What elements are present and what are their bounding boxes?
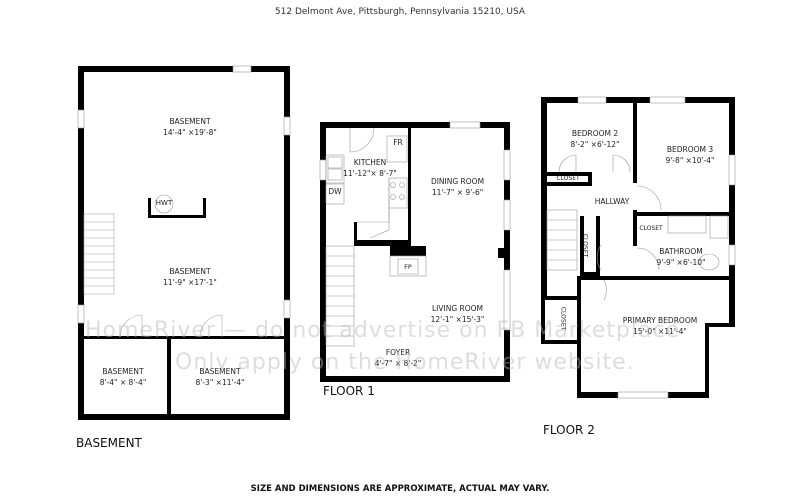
room-name: DINING ROOM (430, 177, 485, 186)
room-dimensions: 14'-4" ×19'-8" (163, 128, 217, 137)
room-name: BASEMENT (169, 267, 211, 276)
room-dimensions: 15'-0" ×11'-4" (633, 327, 687, 336)
room-dimensions: 12'-1" ×15'-3" (430, 315, 485, 324)
room-dimensions: 11'-12"× 8'-7" (343, 169, 397, 178)
room-hallway: HALLWAY (594, 197, 630, 206)
closet-stair: CLOSET (581, 233, 589, 258)
room-dimensions: 8'-4" × 8'-4" (99, 378, 147, 387)
room-dimensions: 9'-8" ×10'-4" (665, 156, 715, 165)
closet-bedroom-2: CLOSET (556, 175, 580, 182)
room-dimensions: 11'-7" × 9'-6" (431, 188, 484, 197)
room-dimensions: 4'-7" × 8'-2" (374, 359, 422, 368)
room-name: BATHROOM (659, 247, 703, 256)
room-bedroom-2: BEDROOM 2 8'-2" ×6'-12" (560, 128, 630, 150)
room-name: BASEMENT (199, 367, 241, 376)
room-living: LIVING ROOM 12'-1" ×15'-3" (420, 303, 495, 325)
room-name: KITCHEN (353, 158, 387, 167)
room-basement-se: BASEMENT 8'-3" ×11'-4" (180, 366, 260, 388)
floor-label-floor2: FLOOR 2 (543, 423, 595, 437)
floor-label-basement: BASEMENT (76, 436, 142, 450)
room-name: BASEMENT (102, 367, 144, 376)
property-address: 512 Delmont Ave, Pittsburgh, Pennsylvani… (274, 7, 526, 17)
room-basement-sw: BASEMENT 8'-4" × 8'-4" (88, 366, 158, 388)
room-dimensions: 11'-9" ×17'-1" (163, 278, 217, 287)
room-name: PRIMARY BEDROOM (622, 316, 698, 325)
room-name: BASEMENT (169, 117, 211, 126)
room-name: BEDROOM 3 (666, 145, 714, 154)
room-dimensions: 8'-2" ×6'-12" (570, 140, 620, 149)
fireplace-fixture: FP (404, 263, 412, 271)
room-kitchen: KITCHEN 11'-12"× 8'-7" (340, 157, 400, 179)
room-name: BEDROOM 2 (571, 129, 619, 138)
room-name: FOYER (385, 348, 411, 357)
hwt-fixture: HWT (155, 199, 173, 207)
closet-primary: CLOSET (559, 306, 567, 331)
room-dimensions: 8'-3" ×11'-4" (195, 378, 245, 387)
room-name: LIVING ROOM (431, 304, 484, 313)
room-bedroom-3: BEDROOM 3 9'-8" ×10'-4" (655, 144, 725, 166)
fridge-fixture: FR (393, 138, 403, 147)
dishwasher-fixture: DW (328, 187, 342, 196)
room-basement-main: BASEMENT 11'-9" ×17'-1" (150, 266, 230, 288)
room-dimensions: 9'-9" ×6'-10" (656, 258, 706, 267)
room-bathroom: BATHROOM 9'-9" ×6'-10" (641, 246, 721, 268)
disclaimer: SIZE AND DIMENSIONS ARE APPROXIMATE, ACT… (250, 484, 550, 494)
room-basement-north: BASEMENT 14'-4" ×19'-8" (150, 116, 230, 138)
floor-label-floor1: FLOOR 1 (323, 384, 375, 398)
room-primary-bedroom: PRIMARY BEDROOM 15'-0" ×11'-4" (610, 315, 710, 337)
closet-hallway: CLOSET (639, 225, 663, 232)
room-foyer: FOYER 4'-7" × 8'-2" (368, 347, 428, 369)
room-dining: DINING ROOM 11'-7" × 9'-6" (420, 176, 495, 198)
